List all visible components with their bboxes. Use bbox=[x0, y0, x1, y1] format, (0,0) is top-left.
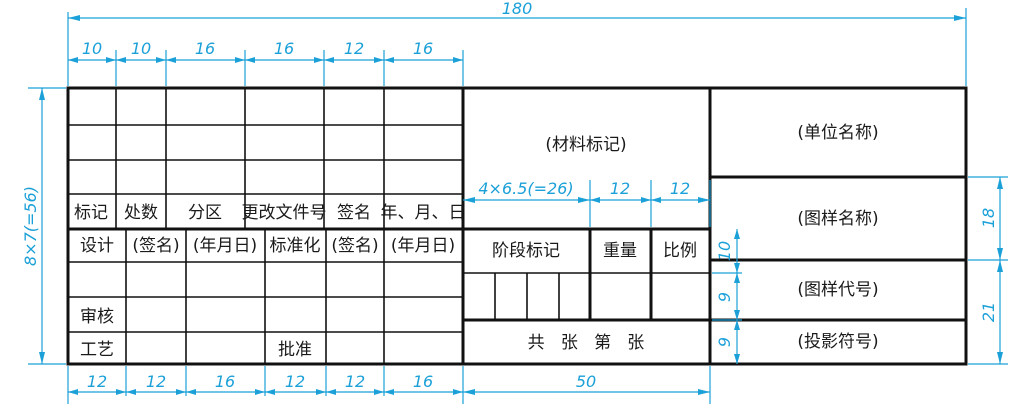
dim-upper-col-3: 16 bbox=[195, 39, 215, 58]
title-block-border bbox=[66, 86, 968, 366]
dim-upper-col-4: 16 bbox=[274, 39, 294, 58]
dim-total-height: 8×7(=56) bbox=[21, 186, 40, 266]
drawing-code: (图样代号) bbox=[797, 280, 878, 300]
cell-signature: 签名 bbox=[337, 203, 371, 223]
weight-label: 重量 bbox=[603, 241, 637, 261]
dim-upper-col-5: 12 bbox=[344, 39, 364, 58]
cell-change-doc: 更改文件号 bbox=[242, 203, 327, 223]
dim-weight-width: 12 bbox=[610, 179, 630, 198]
stage-mark: 阶段标记 bbox=[492, 241, 560, 261]
cell-process: 工艺 bbox=[80, 340, 114, 360]
unit-name: (单位名称) bbox=[797, 123, 878, 143]
cell-mark: 标记 bbox=[74, 203, 108, 223]
dim-upper-col-2: 10 bbox=[131, 39, 151, 58]
dim-lower-mid: 50 bbox=[576, 372, 596, 391]
cell-standard: 标准化 bbox=[270, 236, 321, 256]
cell-approve: 批准 bbox=[278, 340, 312, 360]
dim-total-width: 180 bbox=[502, 0, 533, 18]
scale-label: 比例 bbox=[663, 241, 697, 261]
dim-lower-col-3: 16 bbox=[215, 372, 235, 391]
dim-row-9a: 9 bbox=[715, 292, 734, 302]
projection-symbol: (投影符号) bbox=[797, 332, 878, 352]
dim-lower-col-5: 12 bbox=[345, 372, 365, 391]
cell-standard-sign: (签名) bbox=[331, 236, 378, 256]
dim-upper-col-1: 10 bbox=[82, 39, 102, 58]
dim-right-21: 21 bbox=[979, 302, 998, 322]
sheet-count: 共 张 第 张 bbox=[528, 333, 645, 353]
dim-right-18: 18 bbox=[979, 208, 998, 228]
cell-count: 处数 bbox=[124, 203, 158, 223]
cell-date: 年、月、日 bbox=[381, 203, 466, 223]
material-mark: (材料标记) bbox=[545, 135, 626, 155]
cell-design-sign: (签名) bbox=[132, 236, 179, 256]
dim-stage-width: 4×6.5(=26) bbox=[478, 179, 573, 198]
cell-standard-date: (年月日) bbox=[391, 236, 455, 256]
cell-design: 设计 bbox=[80, 236, 114, 256]
dim-lower-col-6: 16 bbox=[413, 372, 433, 391]
cell-zone: 分区 bbox=[188, 203, 222, 223]
dim-row-10: 10 bbox=[715, 241, 734, 261]
dim-lower-col-1: 12 bbox=[87, 372, 107, 391]
dim-lower-col-2: 12 bbox=[146, 372, 166, 391]
cell-design-date: (年月日) bbox=[193, 236, 257, 256]
drawing-name: (图样名称) bbox=[797, 209, 878, 229]
dim-upper-col-6: 16 bbox=[413, 39, 433, 58]
dim-row-9b: 9 bbox=[715, 337, 734, 347]
dim-lower-col-4: 12 bbox=[285, 372, 305, 391]
cell-review: 审核 bbox=[80, 307, 114, 327]
dim-scale-width: 12 bbox=[670, 179, 690, 198]
